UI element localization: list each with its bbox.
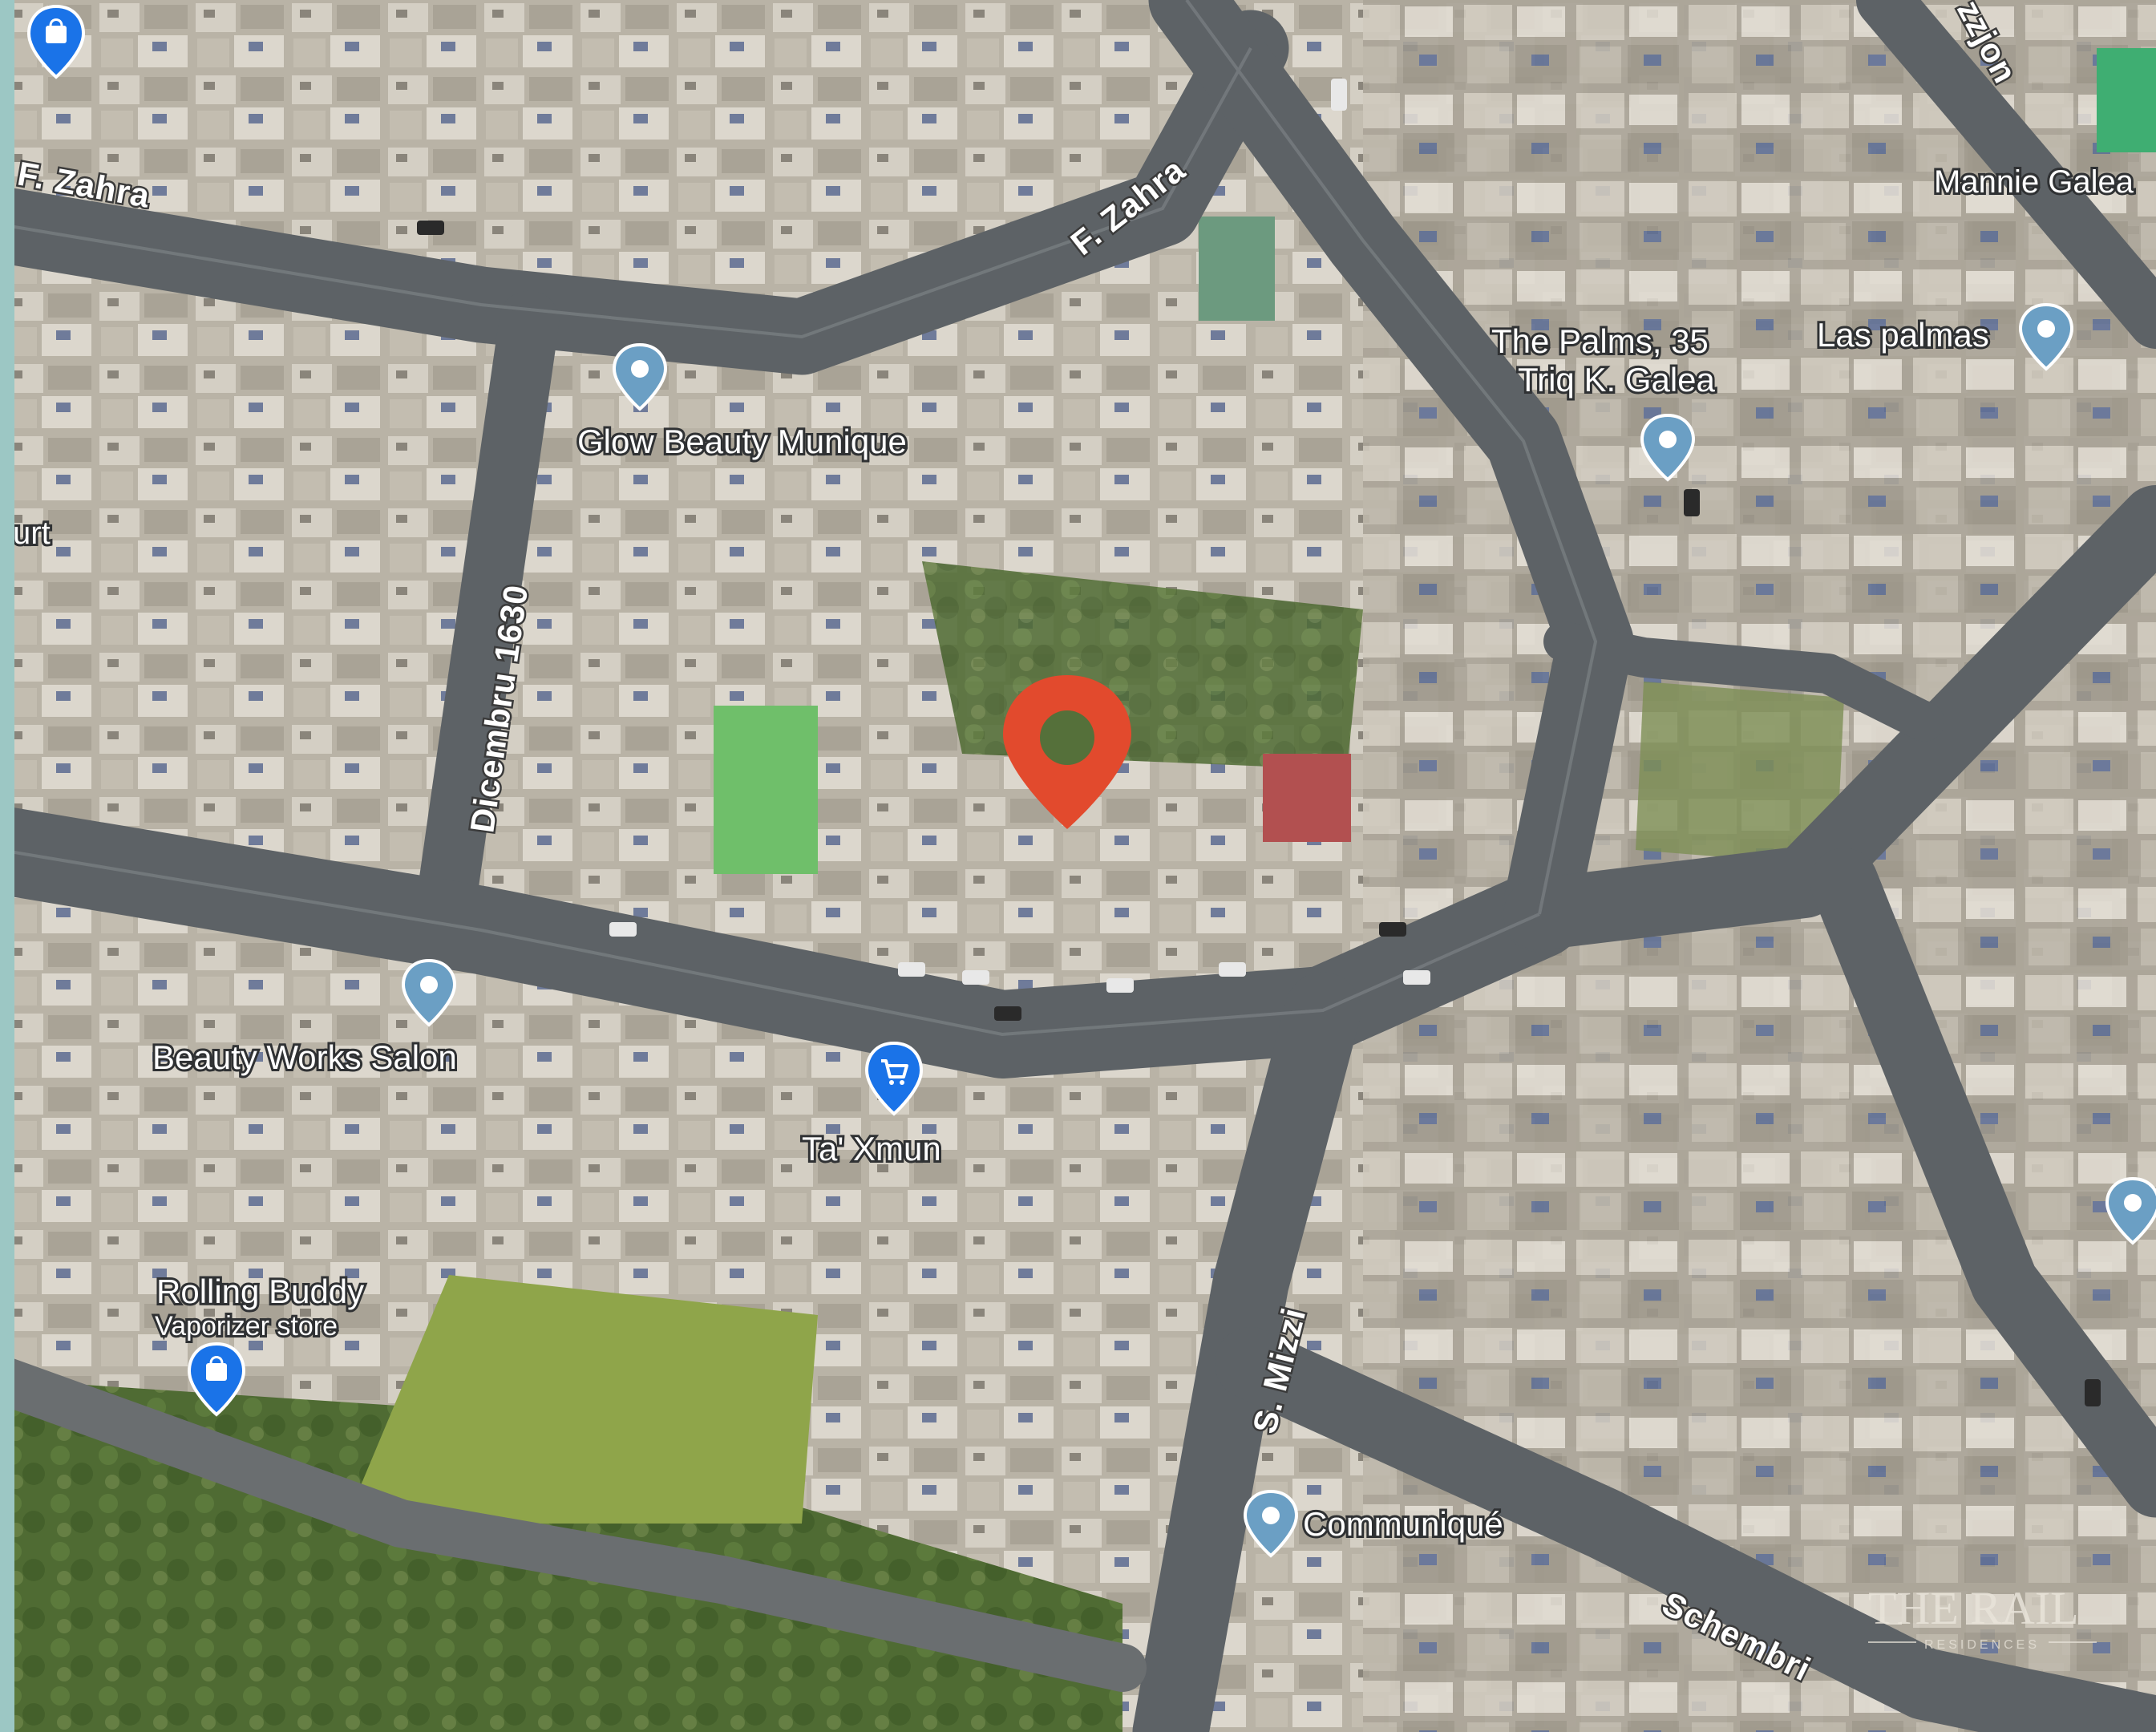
teal-roof (1199, 216, 1275, 321)
place-label-rolling-buddy-1[interactable]: Rolling Buddy (154, 1270, 366, 1313)
street-label-court: urt (13, 516, 51, 551)
place-label-the-palms-2[interactable]: Triq K. Galea (1515, 358, 1718, 401)
grass-field (345, 1275, 818, 1524)
watermark-subtitle: RESIDENCES (1924, 1638, 2040, 1652)
place-label-glow-beauty[interactable]: Glow Beauty Munique (575, 420, 909, 463)
dark-cars (417, 221, 2101, 1406)
shopping-bag-icon[interactable] (187, 1341, 246, 1417)
place-pin-icon[interactable] (612, 342, 668, 411)
place-pin-icon[interactable] (1640, 413, 1696, 482)
place-pin-icon[interactable] (401, 958, 457, 1027)
place-label-the-palms-1[interactable]: The Palms, 35 (1489, 320, 1711, 362)
green-court (2097, 48, 2156, 152)
place-label-las-palmas[interactable]: Las palmas (1814, 314, 1992, 356)
place-label-communique[interactable]: Communiqué (1300, 1503, 1506, 1545)
watermark-title: THE RAIL (1868, 1582, 2079, 1634)
red-roof (1263, 754, 1351, 842)
left-edge-strip (0, 0, 14, 1732)
road-markings (0, 0, 1598, 1037)
place-pin-icon[interactable] (1243, 1489, 1299, 1558)
roundabout-park (1636, 682, 1844, 866)
place-pin-icon[interactable] (2018, 302, 2074, 371)
shopping-bag-icon[interactable] (26, 4, 86, 79)
place-pin-icon[interactable] (2105, 1176, 2156, 1245)
parked-cars (609, 79, 1430, 993)
shopping-cart-icon[interactable] (864, 1041, 924, 1116)
place-label-rolling-buddy-2[interactable]: Vaporizer store (152, 1309, 340, 1344)
street-label-mannie-galea: Mannie Galea (1934, 164, 2134, 200)
place-label-beauty-works[interactable]: Beauty Works Salon (150, 1036, 459, 1078)
location-pin-icon[interactable] (1003, 675, 1131, 829)
place-label-ta-xmun[interactable]: Ta' Xmun (799, 1127, 944, 1170)
green-roof (714, 706, 818, 874)
